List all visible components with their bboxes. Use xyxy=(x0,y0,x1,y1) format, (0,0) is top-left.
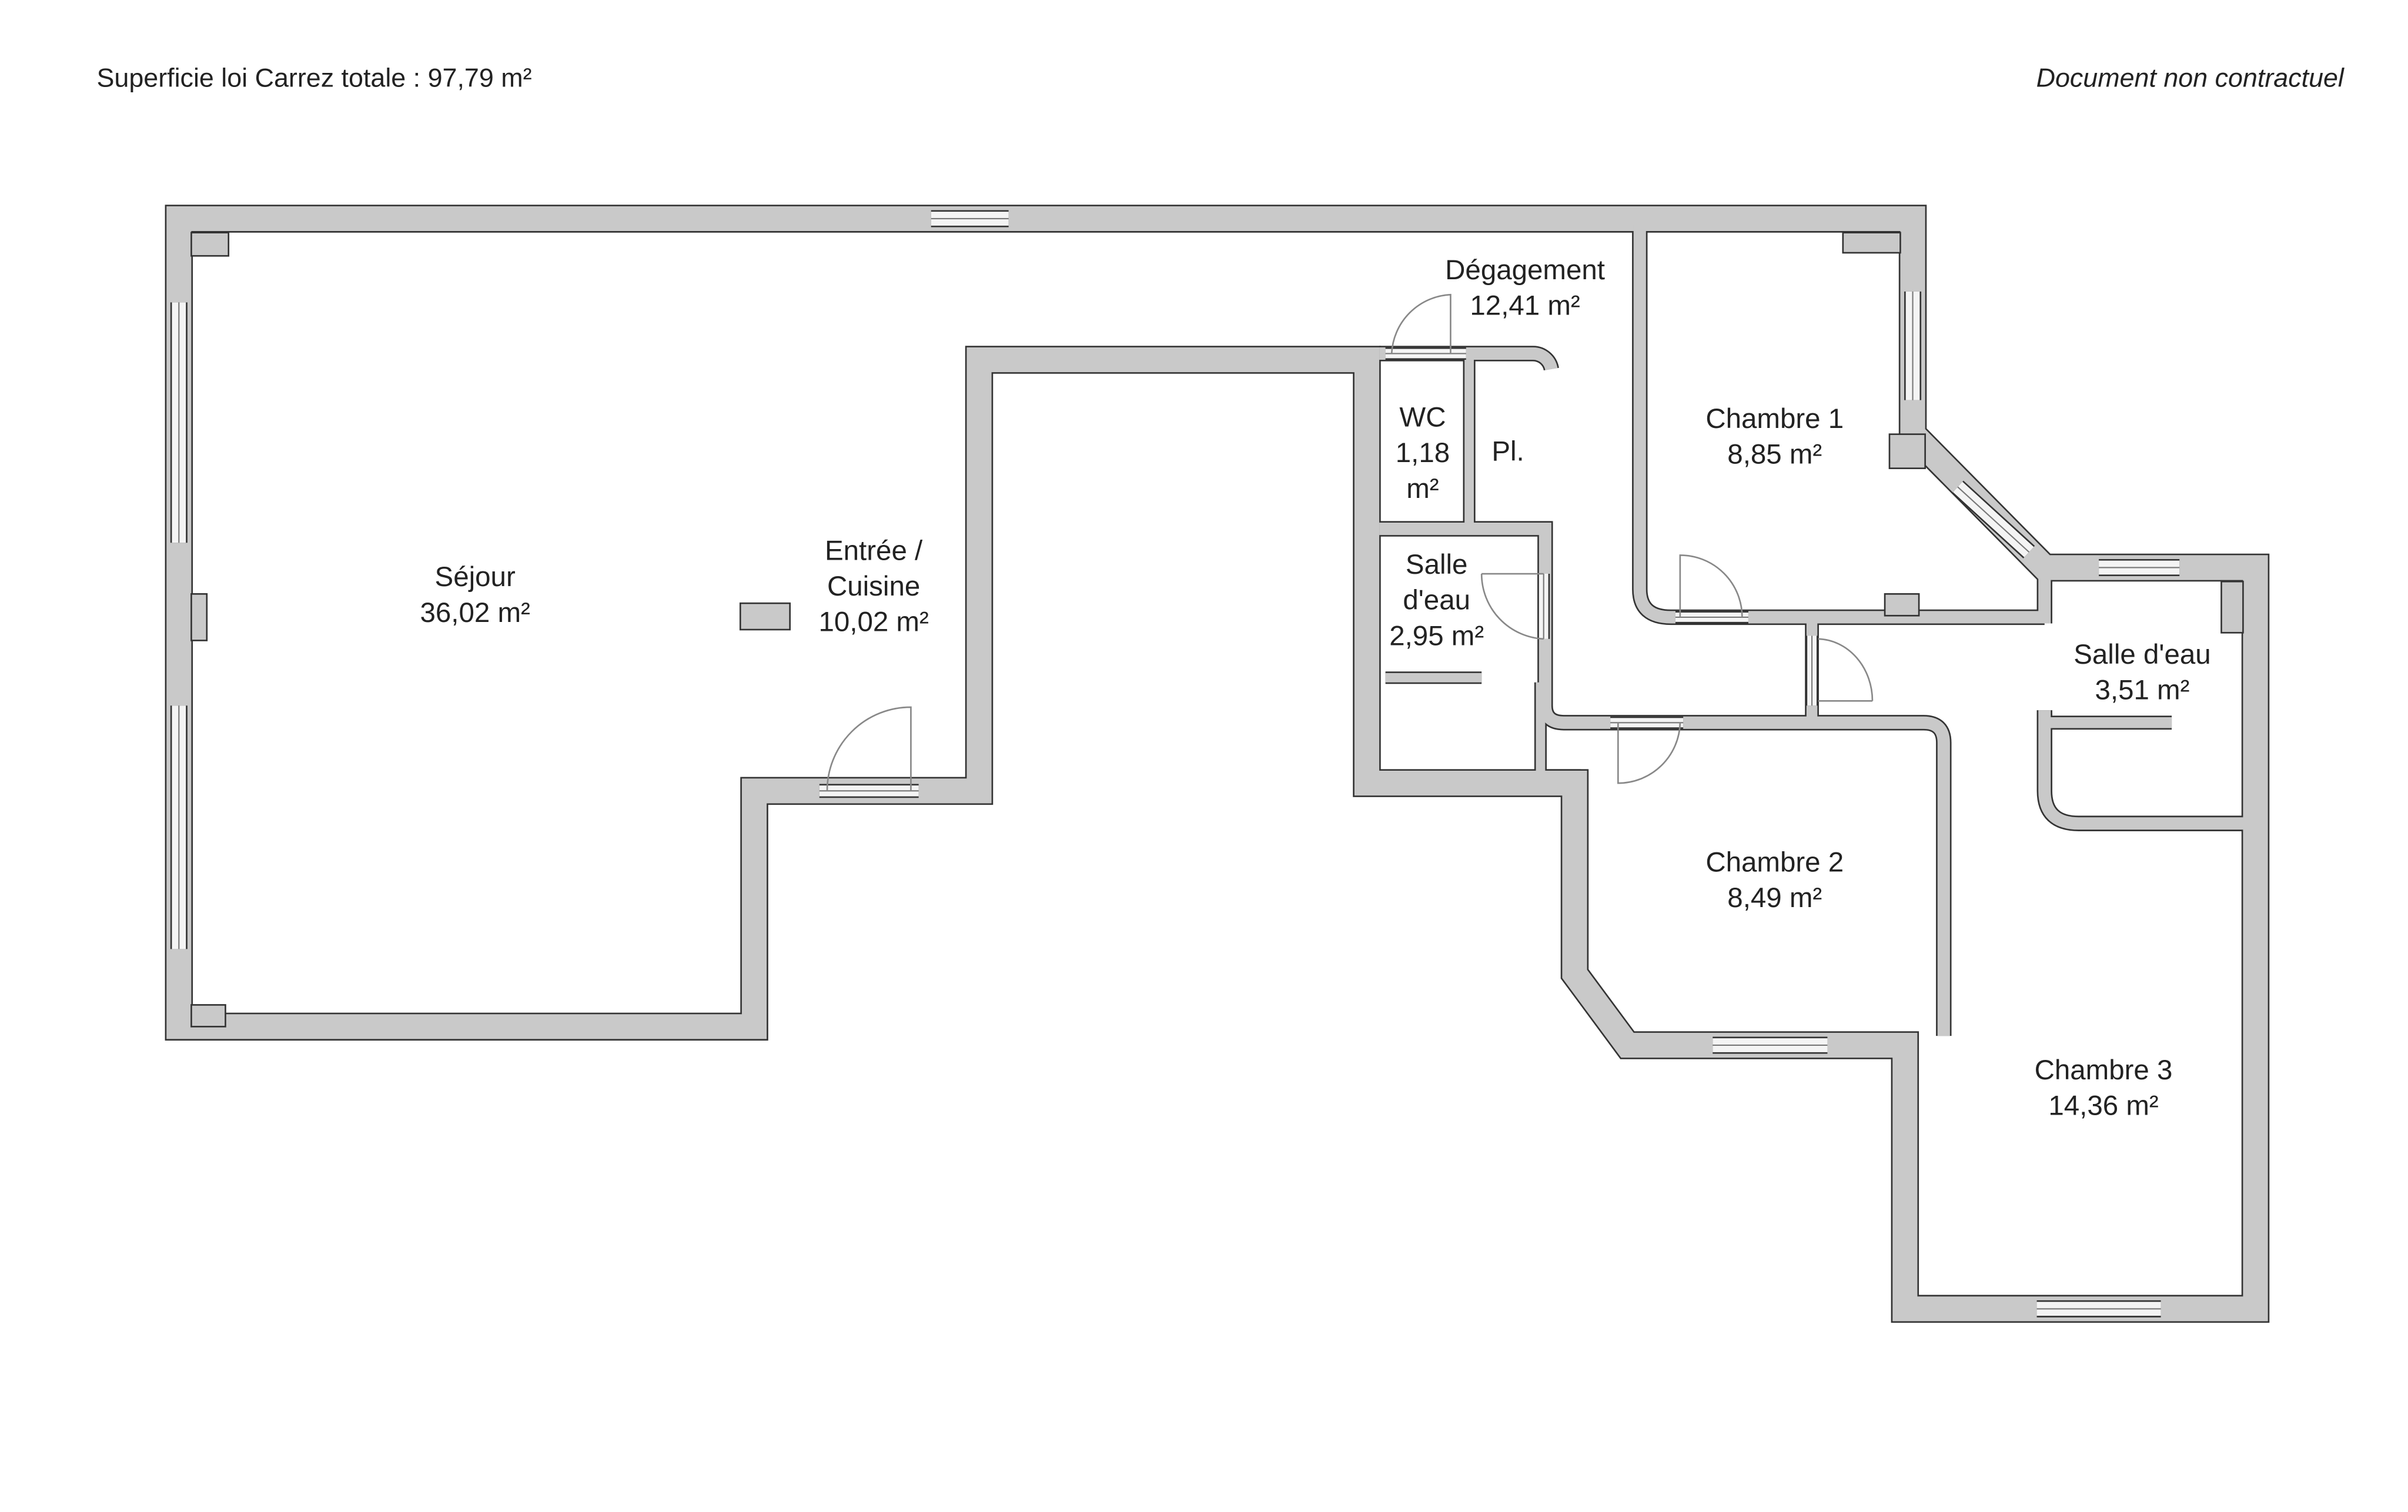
room-wc: WC 1,18 m² xyxy=(1396,402,1450,504)
room-area: 1,18 xyxy=(1396,437,1450,469)
room-name: Dégagement xyxy=(1445,255,1605,286)
kitchen-counter xyxy=(739,602,791,631)
wall-pillar xyxy=(1842,232,1901,254)
wall xyxy=(1633,225,2045,624)
room-name-line2: d'eau xyxy=(1403,585,1470,616)
door-swing-icon xyxy=(1818,638,1874,702)
room-name-line2: Cuisine xyxy=(827,571,920,602)
room-sejour: Séjour 36,02 m² xyxy=(420,561,530,628)
door-swing-icon xyxy=(1480,573,1544,640)
room-degagement: Dégagement 12,41 m² xyxy=(1445,255,1605,322)
room-name: Entrée / xyxy=(825,535,923,566)
room-name: Salle xyxy=(1406,549,1468,580)
room-area: 8,49 m² xyxy=(1727,882,1822,914)
room-entree-cuisine: Entrée / Cuisine 10,02 m² xyxy=(818,535,928,637)
room-chambre-1: Chambre 1 8,85 m² xyxy=(1705,403,1844,470)
room-area: 14,36 m² xyxy=(2048,1090,2158,1122)
wall-pillar xyxy=(1888,433,1926,469)
room-salle-deau-2: Salle d'eau 3,51 m² xyxy=(2073,639,2210,706)
total-area-text: Superficie loi Carrez totale : 97,79 m² xyxy=(97,63,532,93)
openings xyxy=(170,210,2180,1317)
wall xyxy=(1379,347,1558,371)
door-swing-icon xyxy=(1617,722,1681,784)
window-glass-line xyxy=(1957,486,2030,553)
door-swing-icon xyxy=(826,706,912,791)
room-chambre-2: Chambre 2 8,49 m² xyxy=(1705,847,1844,914)
room-area: 12,41 m² xyxy=(1470,290,1580,322)
room-name: Chambre 1 xyxy=(1705,403,1844,434)
room-chambre-3: Chambre 3 14,36 m² xyxy=(2035,1055,2173,1122)
room-area: 2,95 m² xyxy=(1389,620,1484,651)
walls xyxy=(166,206,2268,1322)
window xyxy=(1952,480,2035,558)
room-area: 8,85 m² xyxy=(1727,439,1822,470)
disclaimer-text: Document non contractuel xyxy=(2036,63,2345,93)
room-area-unit: m² xyxy=(1406,473,1439,504)
room-salle-deau-1: Salle d'eau 2,95 m² xyxy=(1389,549,1484,651)
wall-pillar xyxy=(2220,580,2244,634)
wall-pillar xyxy=(1884,593,1920,617)
door-swing-icon xyxy=(1679,554,1743,617)
room-name: Chambre 2 xyxy=(1705,847,1844,878)
wall-pillar xyxy=(190,232,230,257)
room-area: 3,51 m² xyxy=(2095,675,2189,706)
room-name: Chambre 3 xyxy=(2035,1055,2173,1086)
room-name: Séjour xyxy=(435,561,516,593)
room-area: 36,02 m² xyxy=(420,597,530,628)
wall xyxy=(1379,522,1950,1036)
wall-pillar xyxy=(190,593,208,641)
room-name: Salle d'eau xyxy=(2073,639,2210,670)
room-area: 10,02 m² xyxy=(818,607,928,638)
wall-pillar xyxy=(190,1004,226,1028)
room-name: Pl. xyxy=(1491,436,1524,467)
wall xyxy=(2038,710,2249,830)
door-swing-icon xyxy=(1390,293,1452,354)
room-name: WC xyxy=(1399,402,1446,433)
room-placard: Pl. xyxy=(1491,436,1524,467)
